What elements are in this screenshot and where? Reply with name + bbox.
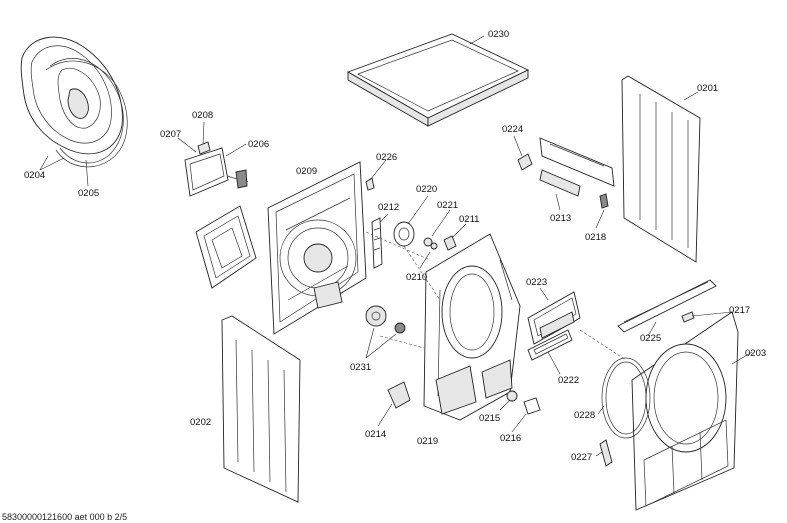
label-0204: 0204: [24, 170, 45, 181]
front-panel: [631, 311, 753, 511]
label-0221: 0221: [437, 200, 458, 211]
front-gasket: [595, 357, 651, 467]
side-panel-right: [621, 75, 701, 263]
label-0205: 0205: [78, 188, 99, 199]
label-0209: 0209: [296, 166, 317, 177]
label-0226: 0226: [376, 152, 397, 163]
control-module: [177, 121, 249, 197]
label-0227: 0227: [571, 452, 592, 463]
drum-small-parts: [393, 195, 467, 301]
label-0230: 0230: [488, 29, 509, 40]
pulley-parts: [365, 305, 406, 359]
label-0216: 0216: [500, 433, 521, 444]
assembly-guides: [365, 231, 627, 361]
label-0220: 0220: [416, 184, 437, 195]
part-labels: 0201 0202 0203 0204 0205 0206 0207 0208 …: [24, 29, 766, 463]
door-seal-parts: [20, 36, 128, 168]
drum-support-frame: [423, 233, 521, 421]
label-0215: 0215: [479, 413, 500, 424]
label-0212: 0212: [378, 202, 399, 213]
label-0214: 0214: [365, 429, 386, 440]
label-0217: 0217: [729, 305, 750, 316]
label-0208: 0208: [192, 110, 213, 121]
label-0231: 0231: [350, 362, 371, 373]
label-0206: 0206: [248, 139, 269, 150]
label-0222: 0222: [558, 375, 579, 386]
label-0219: 0219: [417, 436, 438, 447]
rear-wall-small-parts: [365, 159, 389, 269]
fluff-filter: [527, 287, 581, 375]
top-cover: [346, 33, 530, 127]
label-0210: 0210: [406, 272, 427, 283]
label-0228: 0228: [574, 410, 595, 421]
drawing-reference-footer: 58300000121600 aet 000 b 2/5: [2, 512, 127, 522]
label-0223: 0223: [526, 277, 547, 288]
label-0201: 0201: [697, 83, 718, 94]
door-seal-leaders: [39, 155, 89, 187]
label-0225: 0225: [640, 333, 661, 344]
label-0218: 0218: [585, 232, 606, 243]
label-0202: 0202: [190, 417, 211, 428]
tension-roller-parts: [499, 390, 541, 433]
front-rail: [617, 279, 733, 337]
rear-wall-panel: [267, 161, 367, 335]
side-panel-left: [221, 315, 301, 503]
label-0203: 0203: [745, 348, 766, 359]
label-0207: 0207: [160, 129, 181, 140]
rear-upper-parts: [513, 135, 615, 229]
motor-bracket: [377, 381, 411, 427]
air-duct-bracket: [195, 205, 257, 289]
label-0224: 0224: [502, 124, 523, 135]
label-0213: 0213: [550, 213, 571, 224]
label-0211: 0211: [459, 214, 479, 225]
